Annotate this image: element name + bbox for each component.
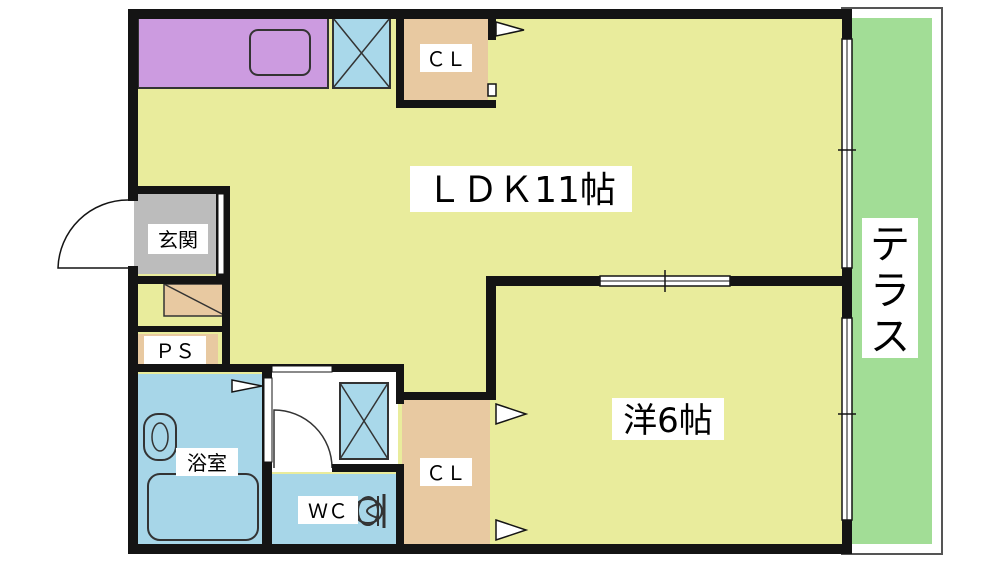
terrace-label-bg <box>862 218 918 358</box>
wc-label: ＷＣ <box>308 499 348 523</box>
closet-door-marks <box>231 21 529 542</box>
wc-label-bg <box>298 496 358 524</box>
terrace-label-1: テ <box>870 222 910 268</box>
terrace-label-3: ス <box>870 314 910 360</box>
entrance-label: 玄関 <box>158 228 198 252</box>
closet-top-label: ＣＬ <box>426 47 466 71</box>
washbasin-bowl-icon <box>151 422 169 452</box>
entrance-door-swing <box>57 199 129 269</box>
bath-label-bg <box>176 448 238 476</box>
ps-label-bg <box>144 336 206 364</box>
ldk-label: ＬＤＫ11帖 <box>426 170 616 211</box>
bath-label: 浴室 <box>187 451 227 475</box>
washbasin-icon <box>143 413 177 461</box>
bathtub-icon <box>147 473 259 541</box>
ps-label: ＰＳ <box>155 339 195 363</box>
storage-cross-mid-2 <box>339 382 389 460</box>
ldk-label-bg <box>410 166 632 212</box>
storage-cross-top-2 <box>332 17 391 89</box>
western-label: 洋6帖 <box>623 401 713 441</box>
windows <box>217 38 856 521</box>
sink-icon <box>249 29 311 76</box>
terrace-label-2: ラ <box>870 268 910 314</box>
closet-top-label-bg <box>420 44 472 72</box>
entrance-label-bg <box>148 224 208 254</box>
shoe-box-diagonal <box>163 283 227 317</box>
hall-door-swing <box>273 409 333 469</box>
closet-bottom-label-bg <box>420 458 472 486</box>
western-label-bg <box>612 398 724 440</box>
closet-bottom-label: ＣＬ <box>426 461 466 485</box>
